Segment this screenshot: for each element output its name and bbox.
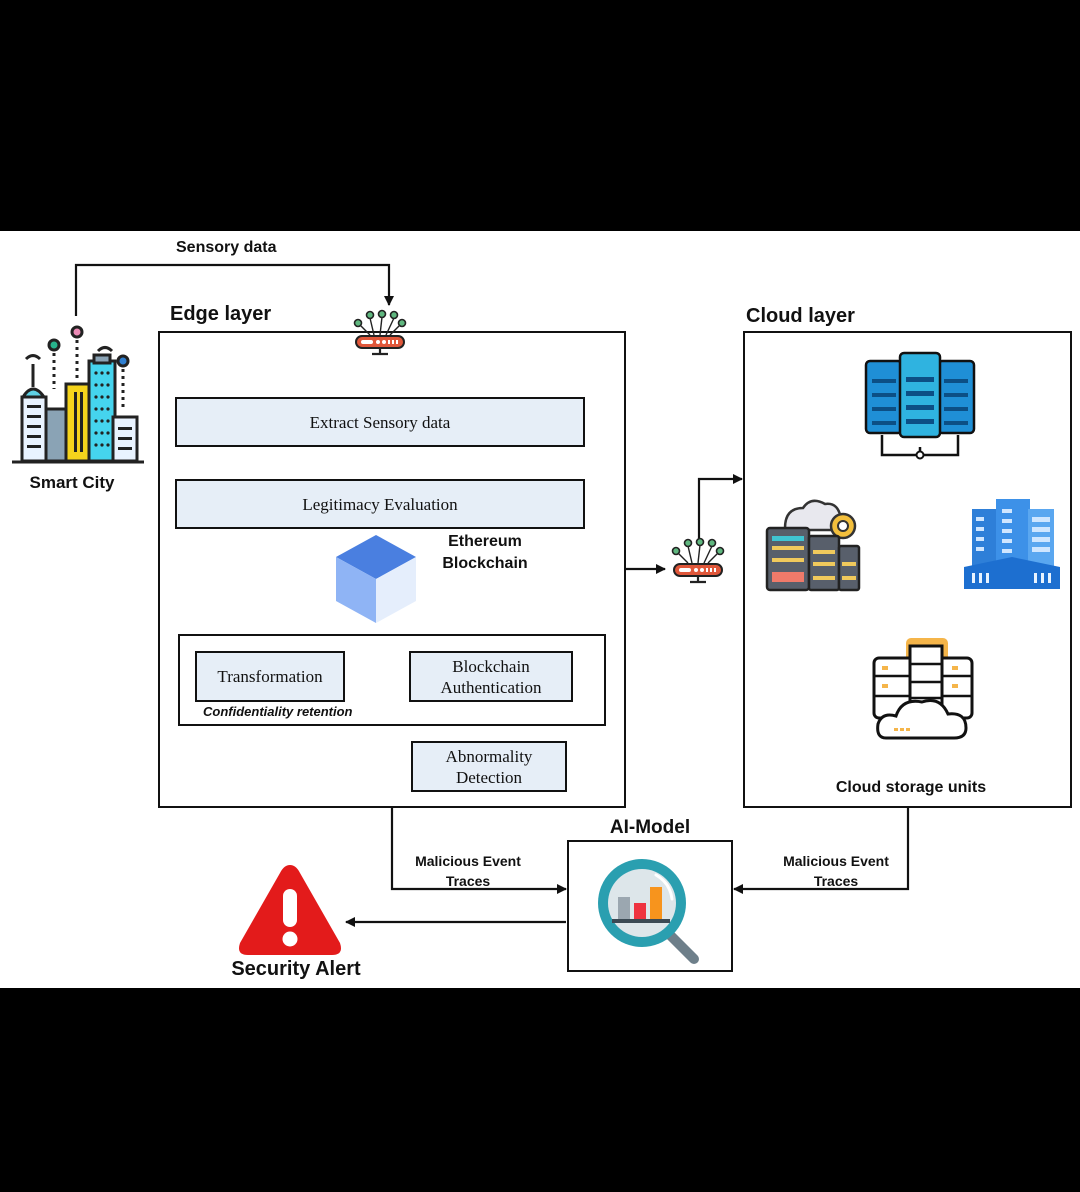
cloud-storage-label: Cloud storage units: [835, 779, 987, 796]
data-center-building-icon: [962, 497, 1062, 595]
diagram-canvas: Smart City Sensory data Edge layer Extra…: [0, 231, 1080, 988]
confidentiality-retention-label: Confidentiality retention: [203, 704, 353, 719]
malicious-right-line2: Traces: [813, 873, 859, 889]
smart-city-label: Smart City: [29, 473, 115, 492]
cloud-storage-icon: [870, 636, 976, 746]
smart-city-icon: [12, 325, 144, 464]
edge-router-icon: [350, 309, 410, 357]
ethereum-blockchain-label: Ethereum Blockchain: [430, 531, 540, 575]
malicious-traces-left-label: Malicious Event Traces: [398, 851, 538, 891]
edge-layer-title: Edge layer: [170, 303, 272, 325]
security-alert-label: Security Alert: [231, 958, 361, 980]
smart-city-node: [8, 319, 148, 469]
abnormality-line2: Detection: [455, 767, 523, 787]
auth-line2: Authentication: [440, 677, 542, 697]
auth-line1: Blockchain: [452, 656, 530, 676]
ethereum-label-line1: Ethereum: [448, 533, 522, 550]
abnormality-detection-step: Abnormality Detection: [411, 741, 567, 792]
malicious-left-line2: Traces: [445, 873, 491, 889]
server-cluster-icon: [864, 351, 976, 463]
gateway-router-icon: [668, 537, 728, 585]
security-alert-icon: [236, 861, 344, 959]
transformation-step: Transformation: [195, 651, 345, 702]
malicious-left-line1: Malicious Event: [415, 853, 521, 869]
arrow-edge-to-ai: [390, 808, 567, 894]
arrow-router-to-cloud: [697, 474, 743, 541]
ai-model-title: AI-Model: [609, 817, 691, 838]
ethereum-blockchain-icon: [334, 533, 418, 625]
abnormality-line1: Abnormality: [445, 746, 533, 766]
extract-sensory-data-step: Extract Sensory data: [175, 397, 585, 447]
arrow-cloud-to-ai: [733, 808, 910, 894]
cloud-config-server-icon: [763, 496, 863, 594]
ethereum-label-line2: Blockchain: [442, 555, 528, 572]
malicious-traces-right-label: Malicious Event Traces: [766, 851, 906, 891]
sensory-data-label: Sensory data: [176, 239, 277, 256]
arrow-sensory-data: [74, 263, 394, 316]
blockchain-authentication-step: Blockchain Authentication: [409, 651, 573, 702]
cloud-layer-title: Cloud layer: [746, 305, 855, 327]
malicious-right-line1: Malicious Event: [783, 853, 889, 869]
ai-analytics-magnifier-icon: [590, 853, 710, 965]
legitimacy-evaluation-step: Legitimacy Evaluation: [175, 479, 585, 529]
